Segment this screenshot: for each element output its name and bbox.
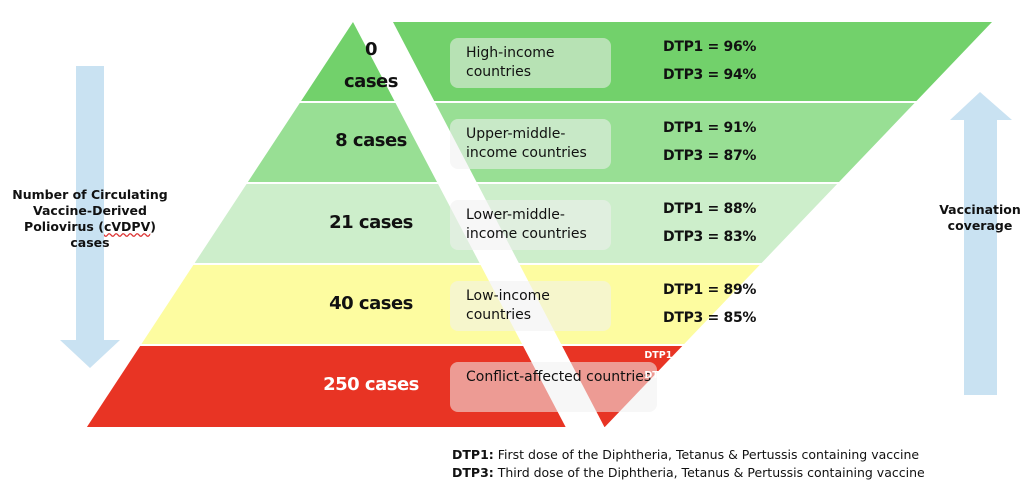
dtp3-value: DTP3 = 85%	[663, 310, 757, 326]
down-arrow	[60, 66, 120, 368]
footnote-text: Third dose of the Diphtheria, Tetanus & …	[493, 465, 925, 480]
coverage-values: DTP1 = 96% DTP3 = 94%	[663, 33, 756, 89]
dtp1-value: DTP1 = 88%	[663, 201, 757, 217]
income-group-label: Conflict-affected countries	[450, 362, 657, 412]
pyramid-band	[86, 346, 566, 427]
cases-count: 8 cases	[335, 130, 407, 151]
cases-count: 21 cases	[329, 212, 413, 233]
left-axis-text: cVDPV	[103, 219, 151, 234]
footnote-dtp3: DTP3: Third dose of the Diphtheria, Teta…	[452, 465, 925, 480]
pyramid-band	[141, 265, 523, 344]
left-axis-text: Poliovirus (	[24, 219, 104, 234]
footnote-term: DTP1:	[452, 447, 494, 462]
coverage-values: DTP1 = 89% DTP3 = 85%	[663, 276, 756, 332]
footnote-term: DTP3:	[452, 465, 494, 480]
up-arrow	[950, 92, 1012, 395]
cases-count-high-income: 0 cases	[291, 34, 451, 98]
right-axis-line: Vaccination	[939, 202, 1021, 217]
cases-number: 0	[364, 39, 378, 60]
dtp1-value: DTP1 = 79%	[644, 350, 710, 361]
coverage-values: DTP1 = 79% DTP3 = 69%	[640, 346, 714, 386]
coverage-values: DTP1 = 91% DTP3 = 87%	[663, 114, 756, 170]
left-axis-line: Vaccine-Derived	[33, 203, 147, 218]
right-axis-line: coverage	[947, 218, 1013, 233]
dtp3-value: DTP3 = 69%	[644, 370, 710, 381]
income-group-label: Upper-middle-income countries	[450, 119, 611, 169]
footnote-text: First dose of the Diphtheria, Tetanus & …	[493, 447, 920, 462]
dtp3-value: DTP3 = 87%	[663, 148, 757, 164]
dtp1-value: DTP1 = 96%	[663, 39, 757, 55]
income-group-label: Lower-middle-income countries	[450, 200, 611, 250]
pyramid-band	[247, 103, 437, 182]
income-group-label: High-income countries	[450, 38, 611, 88]
dtp1-value: DTP1 = 91%	[663, 120, 757, 136]
dtp3-value: DTP3 = 94%	[663, 67, 757, 83]
left-axis-text: )	[150, 219, 156, 234]
right-axis-label: Vaccination coverage	[935, 202, 1024, 234]
pyramid-band	[194, 184, 480, 263]
pyramid-band	[301, 22, 395, 101]
cases-unit: cases	[344, 71, 398, 92]
cases-count: 250 cases	[323, 374, 419, 395]
dtp3-value: DTP3 = 83%	[663, 229, 757, 245]
left-axis-line: Number of Circulating	[12, 187, 168, 202]
dtp1-value: DTP1 = 89%	[663, 282, 757, 298]
left-axis-label: Number of Circulating Vaccine-Derived Po…	[0, 187, 180, 251]
cases-count: 40 cases	[329, 293, 413, 314]
left-axis-line: cases	[70, 235, 110, 250]
left-axis-line: Poliovirus (cVDPV)	[0, 219, 180, 235]
income-group-label: Low-income countries	[450, 281, 611, 331]
coverage-values: DTP1 = 88% DTP3 = 83%	[663, 195, 756, 251]
footnote-dtp1: DTP1: First dose of the Diphtheria, Teta…	[452, 447, 919, 462]
